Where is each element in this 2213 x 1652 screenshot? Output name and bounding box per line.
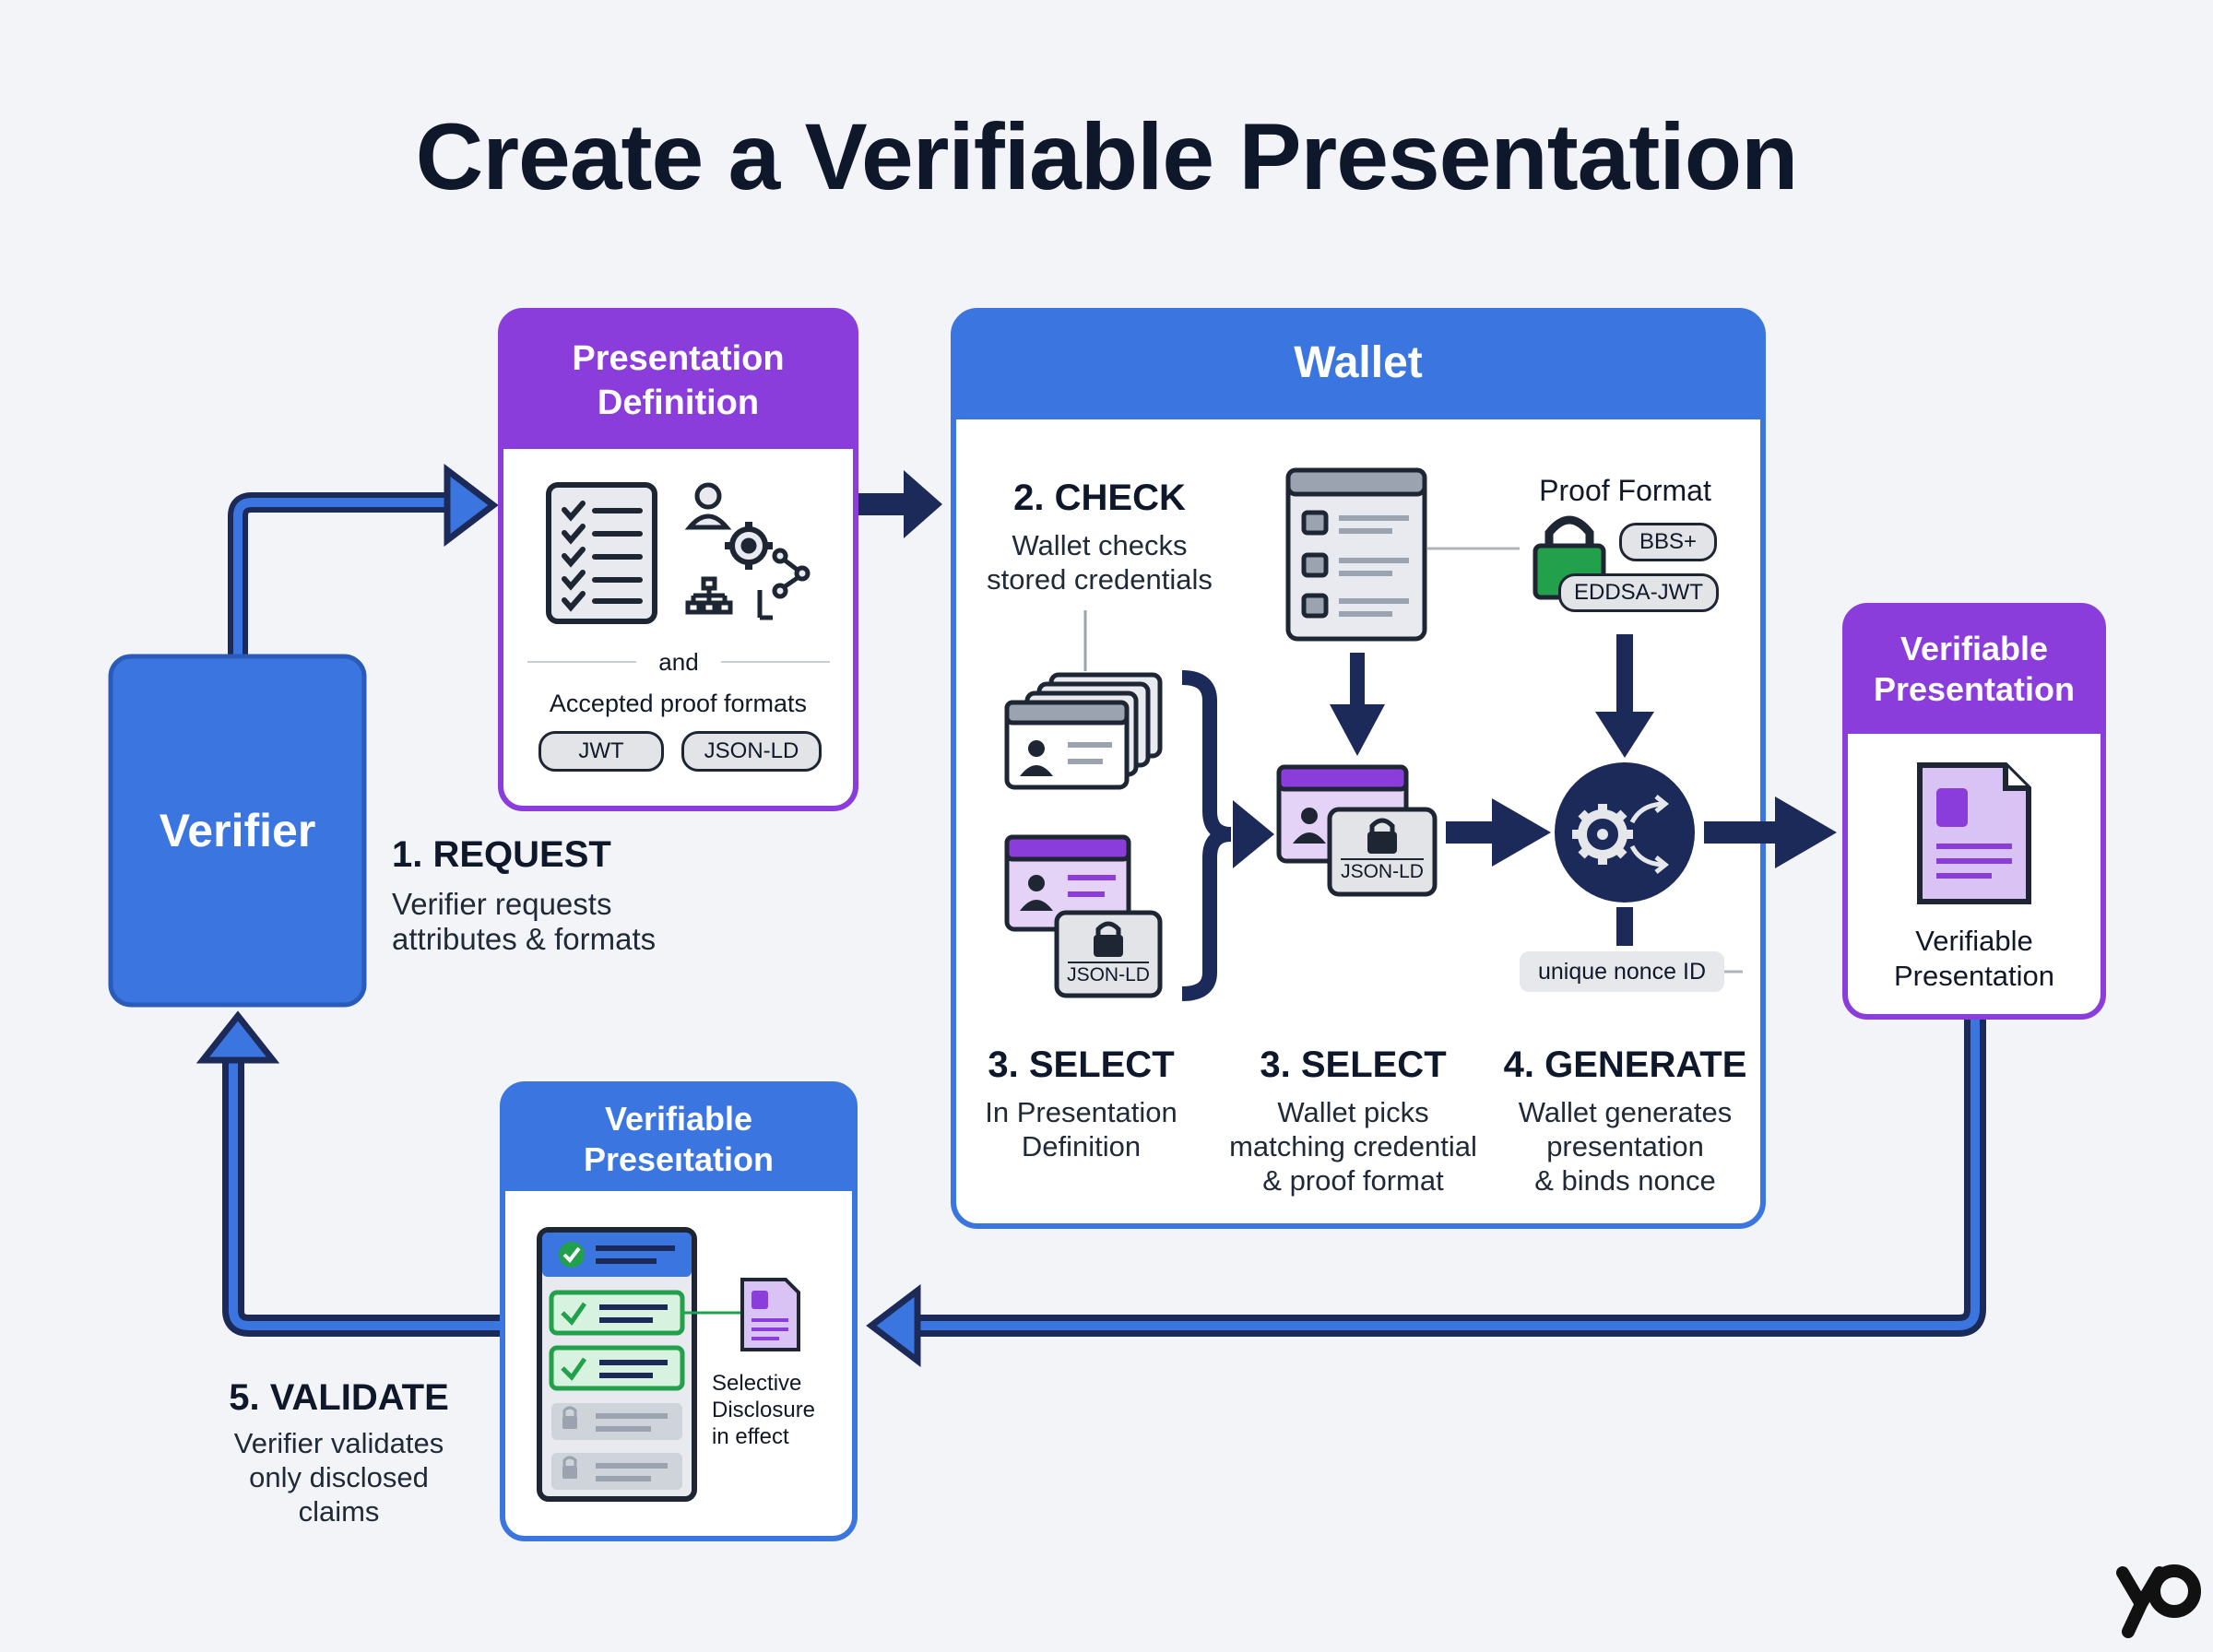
check-heading: 2. CHECK xyxy=(1013,478,1186,518)
vp-output-label-line2: Presentation xyxy=(1893,960,2055,992)
logo-mark xyxy=(2116,1564,2201,1638)
selected-badge-label: JSON-LD xyxy=(1341,861,1424,882)
wallet-title: Wallet xyxy=(1294,338,1423,387)
to-wallet-arrow xyxy=(856,470,942,538)
select1-line2: Definition xyxy=(1021,1130,1142,1162)
step1-line2: attributes & formats xyxy=(392,922,657,956)
down-arrow-proof xyxy=(1595,634,1654,758)
select2-description: Wallet picks matching credential & proof… xyxy=(1208,1095,1498,1198)
verifier-box xyxy=(108,654,367,1008)
presentation-definition-title-line2: Definition xyxy=(597,384,760,422)
step5-line1: Verifier validates xyxy=(233,1427,444,1459)
vp-output-title: Verifiable Presentation xyxy=(1845,629,2103,710)
small-document-icon xyxy=(740,1278,800,1351)
vp-return-title: Verifiable Preseıtation xyxy=(503,1099,855,1180)
proof-pill-eddsa: EDDSA-JWT xyxy=(1558,573,1719,612)
selective-disclosure-note: Selective Disclosure in effect xyxy=(712,1370,850,1450)
presentation-definition-box xyxy=(498,308,858,811)
step5-line3: claims xyxy=(298,1495,380,1528)
select2-line3: & proof format xyxy=(1262,1164,1444,1197)
generate-description: Wallet generates presentation & binds no… xyxy=(1498,1095,1752,1198)
presentation-definition-title-line1: Presentation xyxy=(572,339,785,378)
document-list-icon xyxy=(1285,467,1427,642)
step1-description: Verifier requests attributes & formats xyxy=(392,887,656,957)
vp-return-title-line1: Verifiable xyxy=(604,1100,753,1138)
down-arrow-doc xyxy=(1330,653,1385,756)
accepted-formats-label: Accepted proof formats xyxy=(549,690,808,717)
bracket-shape xyxy=(1181,670,1232,1001)
presentation-definition-title: Presentation Definition xyxy=(501,336,856,425)
step1-line1: Verifier requests xyxy=(392,887,612,921)
select2-line1: Wallet picks xyxy=(1277,1096,1429,1128)
vp-output-title-line2: Presentation xyxy=(1873,670,2076,708)
generate-heading: 4. GENERATE xyxy=(1503,1044,1747,1085)
proof-format-label: Proof Format xyxy=(1539,474,1711,507)
checklist-icon xyxy=(546,482,657,624)
note-line2: Disclosure xyxy=(712,1398,816,1422)
to-generate-arrow xyxy=(1446,798,1551,867)
vp-return-title-line2: Preseıtation xyxy=(583,1140,775,1178)
step5-line2: only disclosed xyxy=(249,1461,429,1493)
page-title: Create a Verifiable Presentation xyxy=(415,104,1799,209)
to-output-arrow xyxy=(1704,796,1837,868)
select2-line2: matching credential xyxy=(1229,1130,1477,1162)
validate-arrow xyxy=(195,1010,503,1337)
lock-badge-left xyxy=(1054,910,1163,998)
proof-pill-bbs: BBS+ xyxy=(1619,523,1717,561)
generate-line2: presentation xyxy=(1546,1130,1704,1162)
note-line3: in effect xyxy=(712,1424,789,1449)
check-line1: Wallet checks xyxy=(1012,529,1188,561)
credential-badge-label: JSON-LD xyxy=(1067,964,1150,985)
select1-line1: In Presentation xyxy=(985,1096,1178,1128)
select2-heading: 3. SELECT xyxy=(1260,1044,1447,1085)
nonce-connector xyxy=(1616,907,1633,946)
format-pill-jwt: JWT xyxy=(538,731,664,772)
bracket-arrow xyxy=(1233,800,1274,868)
verifier-label: Verifier xyxy=(159,805,316,856)
step5-heading: 5. VALIDATE xyxy=(229,1377,449,1418)
step5-description: Verifier validates only disclosed claims xyxy=(184,1426,493,1528)
select1-heading: 3. SELECT xyxy=(988,1044,1175,1085)
generate-line3: & binds nonce xyxy=(1534,1164,1716,1197)
return-arrow xyxy=(866,1005,1986,1368)
check-description: Wallet checks stored credentials xyxy=(959,528,1240,596)
vp-output-label: Verifiable Presentation xyxy=(1845,924,2103,994)
disclosure-card-icon xyxy=(537,1227,697,1502)
gear-arrows-icon xyxy=(1555,762,1695,903)
format-pill-jsonld: JSON-LD xyxy=(681,731,822,772)
note-line1: Selective xyxy=(712,1371,802,1396)
select1-description: In Presentation Definition xyxy=(959,1095,1203,1163)
credential-stack-icon xyxy=(1004,672,1163,790)
and-separator: and xyxy=(658,648,699,676)
generate-line1: Wallet generates xyxy=(1518,1096,1733,1128)
vp-output-title-line1: Verifiable xyxy=(1899,630,2049,667)
user-gear-network-icon xyxy=(684,482,811,620)
check-line2: stored credentials xyxy=(987,563,1213,596)
request-arrow xyxy=(228,463,499,659)
document-icon xyxy=(1917,762,2031,904)
vp-output-label-line1: Verifiable xyxy=(1915,925,2033,957)
step1-heading: 1. REQUEST xyxy=(392,834,611,875)
lock-badge-center xyxy=(1327,807,1438,897)
nonce-label: unique nonce ID xyxy=(1520,951,1724,992)
